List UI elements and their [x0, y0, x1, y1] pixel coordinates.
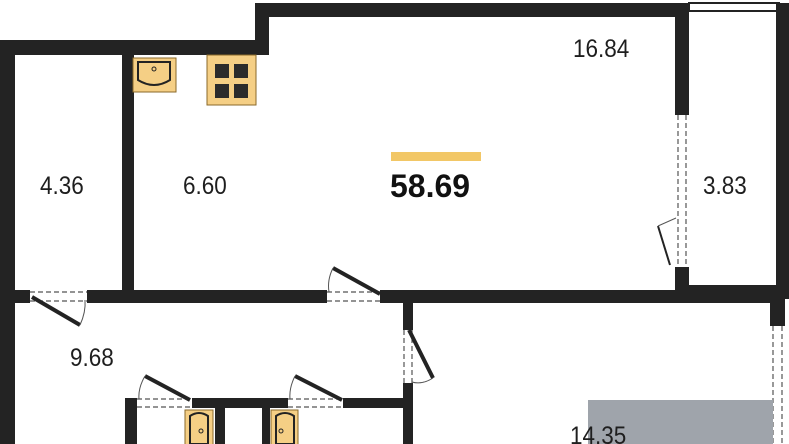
sink-icon [132, 57, 177, 93]
door-leaves [30, 225, 671, 402]
room-area-label: 3.83 [703, 172, 747, 200]
highlight-overlay [588, 400, 773, 444]
door-swings [79, 217, 677, 400]
total-area-bar [391, 152, 481, 161]
stove-icon [206, 54, 257, 106]
total-area: 58.69 [390, 168, 471, 204]
bathtub-icon [270, 409, 299, 444]
bathtub-icon [184, 409, 214, 444]
room-area-label: 14.35 [570, 422, 627, 444]
room-area-label: 4.36 [40, 172, 84, 200]
walls [0, 3, 789, 444]
room-area-label: 6.60 [183, 172, 227, 200]
balcony-rail [688, 2, 780, 12]
room-area-label: 16.84 [573, 35, 630, 63]
room-area-label: 9.68 [70, 344, 114, 372]
